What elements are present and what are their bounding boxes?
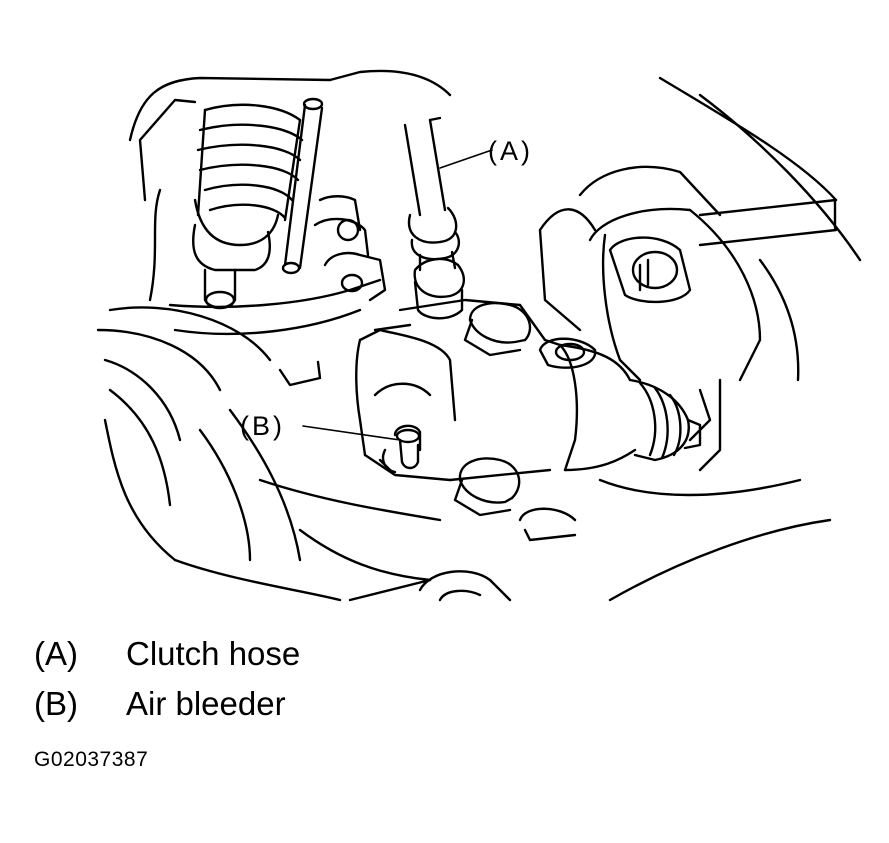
mounting-bracket — [168, 195, 387, 387]
legend-label: Air bleeder — [126, 685, 286, 722]
legend-key: (B) — [34, 685, 78, 722]
spring-assembly — [192, 97, 324, 310]
legend-key: (A) — [34, 635, 78, 672]
callout-b-leader — [302, 425, 401, 441]
mounting-boss — [418, 236, 692, 602]
callout-a-label: (A) — [488, 136, 533, 166]
legend-item-air-bleeder: (B) Air bleeder — [34, 687, 286, 720]
figure-code: G02037387 — [34, 748, 149, 771]
clutch-hose — [403, 116, 466, 320]
callout-b-label: (B) — [240, 411, 285, 441]
callout-a-leader — [439, 149, 493, 169]
clutch-release-cylinder-illustration: (A) (B) — [96, 69, 862, 602]
transmission-housing-outline — [96, 69, 862, 602]
legend-label: Clutch hose — [126, 635, 301, 672]
legend-item-clutch-hose: (A) Clutch hose — [34, 637, 300, 670]
release-cylinder — [355, 298, 702, 517]
air-bleeder — [381, 424, 422, 474]
